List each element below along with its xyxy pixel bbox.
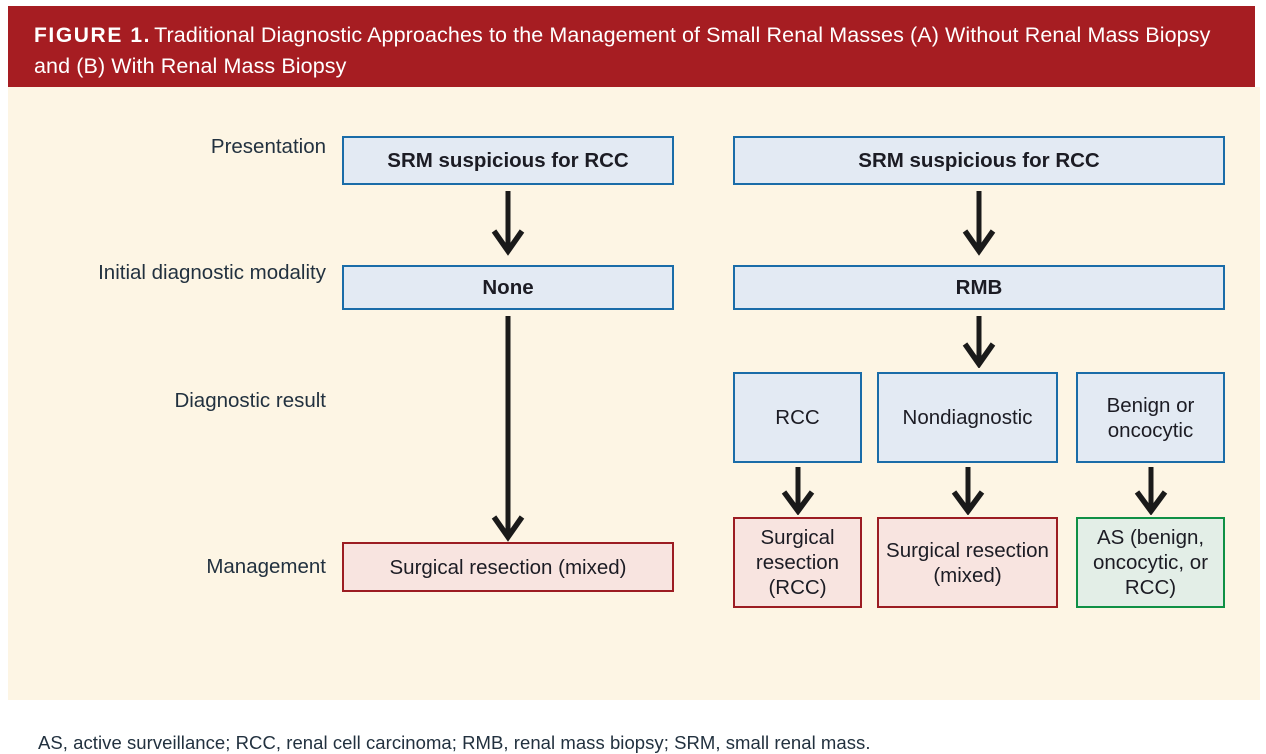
figure-footnote: AS, active surveillance; RCC, renal cell… [38, 732, 871, 753]
panel-b-management-label-surgical-resection-rcc: Surgical resection (RCC) [755, 526, 840, 599]
panel-b-arrow-nondiagnostic-to-management [948, 467, 988, 515]
panel-b-modality-box[interactable]: RMB [733, 265, 1225, 310]
panel-b-result-label-rcc: RCC [775, 406, 820, 429]
row-label-presentation: Presentation [210, 135, 326, 158]
figure-header-band: FIGURE 1.Traditional Diagnostic Approach… [8, 6, 1255, 87]
figure-header-text: FIGURE 1.Traditional Diagnostic Approach… [34, 20, 1233, 81]
panel-a-management-box[interactable]: Surgical resection (mixed) [342, 542, 674, 592]
panel-a-management-label: Surgical resection (mixed) [389, 555, 627, 579]
panel-b-management-label-surgical-resection-mixed: Surgical resection (mixed) [886, 538, 1049, 587]
figure-title: Traditional Diagnostic Approaches to the… [34, 23, 1211, 78]
panel-b-modality-label: RMB [955, 276, 1003, 299]
figure-number-label: FIGURE 1. [34, 24, 152, 47]
row-label-management: Management [206, 555, 326, 578]
panel-a-presentation-box[interactable]: SRM suspicious for RCC [342, 136, 674, 185]
panel-a-modality-label: None [482, 276, 534, 299]
panel-a-arrow-modality-to-management [488, 316, 528, 542]
figure-container: FIGURE 1.Traditional Diagnostic Approach… [8, 6, 1260, 753]
panel-b-arrow-presentation-to-modality [959, 191, 999, 256]
panel-b-management-box-active-surveillance[interactable]: AS (benign, oncocytic, or RCC) [1076, 517, 1225, 608]
row-label-initial-diagnostic-modality: Initial diagnostic modality [98, 261, 326, 284]
panel-b-result-box-rcc[interactable]: RCC [733, 372, 862, 463]
panel-b-management-box-surgical-resection-rcc[interactable]: Surgical resection (RCC) [733, 517, 862, 608]
panel-a-modality-box[interactable]: None [342, 265, 674, 310]
panel-b-arrow-benign-to-management [1131, 467, 1171, 515]
panel-b-result-label-benign-or-oncocytic: Benign or oncocytic [1106, 393, 1195, 442]
panel-a-arrow-presentation-to-modality [488, 191, 528, 256]
panel-b-result-box-nondiagnostic[interactable]: Nondiagnostic [877, 372, 1058, 463]
panel-b-management-label-active-surveillance: AS (benign, oncocytic, or RCC) [1092, 526, 1209, 599]
panel-b-management-box-surgical-resection-mixed[interactable]: Surgical resection (mixed) [877, 517, 1058, 608]
panel-b-arrow-modality-to-results [959, 316, 999, 368]
panel-b-presentation-box[interactable]: SRM suspicious for RCC [733, 136, 1225, 185]
row-label-diagnostic-result: Diagnostic result [174, 389, 326, 412]
panel-b-result-label-nondiagnostic: Nondiagnostic [902, 406, 1033, 429]
panel-a-presentation-label: SRM suspicious for RCC [387, 149, 629, 172]
figure-panel: Presentation Initial diagnostic modality… [8, 87, 1260, 753]
panel-b-presentation-label: SRM suspicious for RCC [858, 149, 1100, 172]
panel-b-arrow-rcc-to-management [778, 467, 818, 515]
panel-b-result-box-benign-or-oncocytic[interactable]: Benign or oncocytic [1076, 372, 1225, 463]
